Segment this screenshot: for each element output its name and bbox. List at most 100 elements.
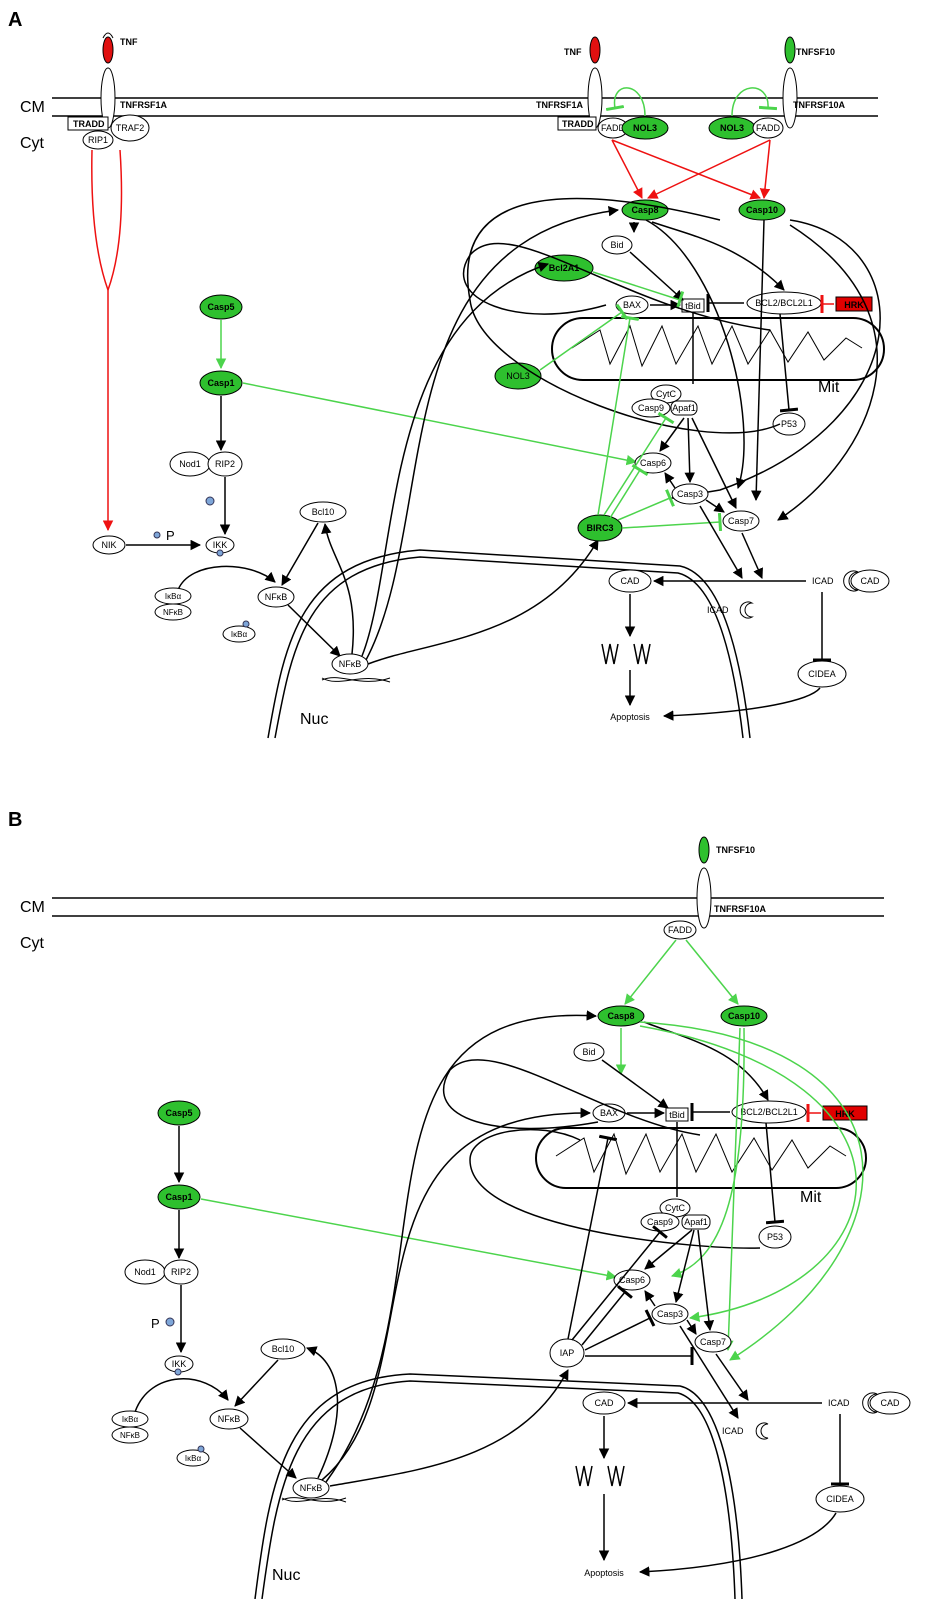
ikk-to-nfkb-a [178, 566, 275, 590]
crescent-a2 [740, 602, 752, 618]
p53-a-label: P53 [781, 419, 797, 429]
tnfrsf1a-right-label: TNFRSF1A [536, 100, 584, 110]
mitochondrion-a [552, 318, 884, 380]
mit-a-label: Mit [818, 379, 840, 396]
tbid-a-label: tBid [685, 301, 701, 311]
phospho-dot-a1 [206, 497, 214, 505]
casp3-a-label: Casp3 [677, 489, 703, 499]
dna-a [322, 678, 390, 682]
receptor-right-a [783, 37, 797, 128]
cidea-a-label: CIDEA [808, 669, 836, 679]
casp5-b-label: Casp5 [165, 1108, 192, 1118]
bcl2-b-label: BCL2/BCL2L1 [740, 1107, 798, 1117]
bcl-edges-b [602, 1022, 821, 1113]
ikk-b-label: IKK [172, 1359, 187, 1369]
bid-b-label: Bid [582, 1047, 595, 1057]
rip2-b-label: RIP2 [171, 1267, 191, 1277]
nod1-b-label: Nod1 [134, 1267, 156, 1277]
nfkb-feedback-b [307, 1015, 596, 1486]
nfkb-a-label: NFκB [265, 592, 288, 602]
rip1-label: RIP1 [88, 135, 108, 145]
birc3-label: BIRC3 [586, 523, 613, 533]
cad-a-label: CAD [620, 576, 640, 586]
bcl2a1-label: Bcl2A1 [549, 263, 580, 273]
tbid-b-label: tBid [669, 1110, 685, 1120]
phospho-dot-b2 [175, 1369, 181, 1375]
ikba-p-a-label: IκBα [231, 630, 248, 639]
bax-a-label: BAX [623, 300, 641, 310]
nol3-3-label: NOL3 [506, 371, 530, 381]
p-a-label: P [166, 528, 175, 543]
apoptosis-a-label: Apoptosis [610, 712, 650, 722]
phospho-dot-a3 [217, 550, 223, 556]
icad-cad-a-label: CAD [860, 576, 880, 586]
bid-a-label: Bid [610, 240, 623, 250]
panel-b-letter: B [8, 809, 22, 831]
nol3-loop-2 [732, 88, 768, 116]
apoptosis-b-label: Apoptosis [584, 1568, 624, 1578]
bcl2-a-label: BCL2/BCL2L1 [755, 298, 813, 308]
icad-b-label: ICAD [828, 1398, 850, 1408]
tnfsf10-b-label: TNFSF10 [716, 845, 755, 855]
tnf-left-label: TNF [120, 37, 138, 47]
casp7-a-label: Casp7 [728, 516, 754, 526]
receptor-middle-a [588, 37, 602, 128]
fadd-to-caspases-b [625, 940, 738, 1004]
cm-label-b: CM [20, 899, 45, 916]
iap-label: IAP [560, 1348, 575, 1358]
cm-label-a: CM [20, 99, 45, 116]
tradd-right-label: TRADD [562, 119, 594, 129]
fragmented-dna-b [576, 1466, 624, 1486]
casp9-b-label: Casp9 [647, 1217, 673, 1227]
panel-b: B CM Cyt TNFSF10 TNFRSF10A FADD Casp8 Ca… [8, 809, 910, 1599]
ikba-p-b-label: IκBα [185, 1454, 202, 1463]
casp1-b-label: Casp1 [165, 1192, 192, 1202]
hrk-a-label: HRK [844, 300, 864, 310]
apaf1-a-label: Apaf1 [672, 403, 696, 413]
fadd-2-label: FADD [756, 123, 781, 133]
crescent-b2 [756, 1423, 768, 1439]
casp6-a-label: Casp6 [640, 458, 666, 468]
casp5-a-label: Casp5 [207, 302, 234, 312]
bcl10-to-nfkb-a [282, 523, 318, 585]
phospho-dot-b1 [166, 1318, 174, 1326]
panel-a: A CM Cyt TNF TNFRSF1A TNF TNFRSF1A TNFSF… [8, 9, 889, 738]
tradd-left-label: TRADD [73, 119, 105, 129]
tnfrsf10a-a-label: TNFRSF10A [793, 100, 846, 110]
traf2-label: TRAF2 [116, 123, 145, 133]
casp7-to-icad-b [716, 1354, 748, 1400]
fadd-b-label: FADD [668, 925, 693, 935]
icad-cad-b-label: CAD [880, 1398, 900, 1408]
nfkb-nuc-b-label: NFκB [300, 1483, 323, 1493]
ikba-b-label: IκBα [122, 1415, 139, 1424]
icad2-a-label: ICAD [707, 605, 729, 615]
ikk-to-nfkb-b [135, 1379, 228, 1412]
p53-b-label: P53 [767, 1232, 783, 1242]
cidea-to-apoptosis-a [664, 688, 820, 716]
p-b-label: P [151, 1316, 160, 1331]
nuc-b-label: Nuc [272, 1567, 300, 1584]
bcl10-b-label: Bcl10 [272, 1344, 295, 1354]
mit-b-label: Mit [800, 1189, 822, 1206]
ikk-a-label: IKK [213, 540, 228, 550]
casp1-to-casp6-a [243, 383, 636, 462]
mitochondrion-b [536, 1128, 866, 1188]
phospho-dot-b3 [198, 1446, 204, 1452]
icad2-b-label: ICAD [722, 1426, 744, 1436]
nod1-a-label: Nod1 [179, 459, 201, 469]
icad-a-label: ICAD [812, 576, 834, 586]
nuc-a-label: Nuc [300, 711, 328, 728]
casp8-b-label: Casp8 [607, 1011, 634, 1021]
cell-membrane-a [52, 98, 878, 116]
receptor-b [697, 837, 711, 928]
nol3-1-label: NOL3 [633, 123, 657, 133]
nol3-loop-1 [615, 88, 645, 116]
phospho-dot-a4 [243, 621, 249, 627]
ikba-a-label: IκBα [165, 592, 182, 601]
nfkb-small-b-label: NFκB [120, 1431, 140, 1440]
casp10-b-label: Casp10 [728, 1011, 760, 1021]
nol3-2-label: NOL3 [720, 123, 744, 133]
nucleus-a [268, 550, 750, 738]
tnfrsf1a-left-label: TNFRSF1A [120, 100, 168, 110]
